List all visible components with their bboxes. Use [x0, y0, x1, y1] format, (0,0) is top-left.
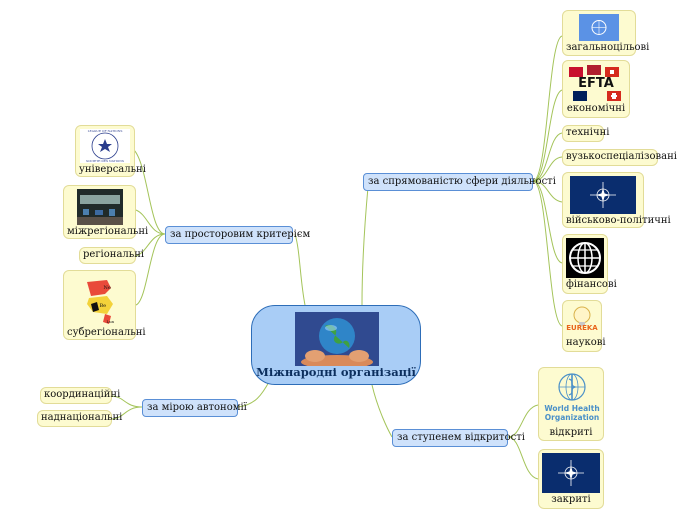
leaf-military[interactable]: військово-політичні	[562, 172, 671, 228]
leaf-subregional-label: субрегіональні	[67, 327, 146, 338]
benelux-lux-label: Lux	[106, 319, 115, 324]
who-text-line2: Organization	[544, 413, 600, 422]
leaf-interregional[interactable]: міжрегіональні	[63, 185, 149, 239]
benelux-be-label: Be	[99, 303, 107, 309]
benelux-map-image: Ne Be Lux	[77, 274, 123, 326]
un-flag-icon	[579, 14, 619, 41]
leaf-closed[interactable]: закриті	[538, 449, 604, 509]
leaf-universal-label: універсальні	[79, 164, 146, 175]
leaf-universal[interactable]: LEAGUE OF NATIONS SOCIETE DES NATIONS ун…	[75, 125, 146, 177]
branch-sphere[interactable]: за спрямованістю сфери діяльності	[363, 173, 556, 191]
root-title: Міжнародні організації	[256, 365, 416, 379]
who-text-line1: World Health	[544, 404, 600, 413]
assembly-hall-image	[76, 189, 123, 225]
leaf-supranational[interactable]: наднаціональні	[37, 410, 123, 427]
leaf-open-label: відкриті	[549, 427, 593, 438]
leaf-coordination[interactable]: координаційні	[40, 387, 121, 404]
leaf-regional-label: регіональні	[83, 249, 145, 260]
world-bank-logo	[566, 238, 604, 278]
leaf-military-label: військово-політичні	[566, 215, 671, 226]
league-text-top: LEAGUE OF NATIONS	[87, 129, 123, 133]
leaf-economic[interactable]: EFTA економічні	[562, 60, 630, 118]
leaf-subregional[interactable]: Ne Be Lux субрегіональні	[63, 270, 146, 340]
root-node[interactable]: Міжнародні організації	[251, 305, 421, 385]
leaf-specialized-label: вузькоспеціалізовані	[566, 151, 677, 162]
leaf-technical-label: технічні	[566, 127, 610, 138]
leaf-open[interactable]: World Health Organization відкриті	[538, 367, 604, 441]
nato-flag-icon	[570, 176, 636, 214]
nato-flag-icon-closed	[542, 453, 600, 493]
efta-logo: EFTA	[567, 63, 625, 103]
leaf-regional[interactable]: регіональні	[79, 247, 145, 264]
efta-text: EFTA	[578, 76, 614, 91]
branch-autonomy[interactable]: за мірою автономії	[142, 399, 247, 417]
leaf-closed-label: закриті	[551, 494, 591, 505]
leaf-scientific-label: наукові	[566, 337, 606, 348]
leaf-interregional-label: міжрегіональні	[67, 226, 149, 237]
leaf-specialized[interactable]: вузькоспеціалізовані	[562, 149, 677, 166]
leaf-general[interactable]: загальноцільові	[562, 10, 650, 56]
leaf-scientific[interactable]: EUREKA наукові	[562, 300, 606, 352]
branch-spatial[interactable]: за просторовим критерієм	[165, 226, 310, 244]
leaf-economic-label: економічні	[566, 103, 626, 114]
eureka-logo: EUREKA	[566, 304, 598, 336]
league-text-bottom: SOCIETE DES NATIONS	[86, 159, 124, 163]
leaf-financial-label: фінансові	[566, 279, 617, 290]
eureka-text: EUREKA	[566, 324, 598, 332]
leaf-coordination-label: координаційні	[44, 389, 121, 400]
globe-hands-image	[295, 312, 379, 366]
league-of-nations-logo: LEAGUE OF NATIONS SOCIETE DES NATIONS	[80, 129, 130, 163]
leaf-technical[interactable]: технічні	[562, 125, 610, 142]
leaf-general-label: загальноцільові	[566, 42, 650, 53]
benelux-ne-label: Ne	[103, 285, 111, 291]
leaf-financial[interactable]: фінансові	[562, 234, 617, 294]
who-logo: World Health Organization	[542, 371, 602, 427]
leaf-supranational-label: наднаціональні	[41, 412, 123, 423]
branch-openness[interactable]: за ступенем відкритості	[392, 429, 525, 447]
